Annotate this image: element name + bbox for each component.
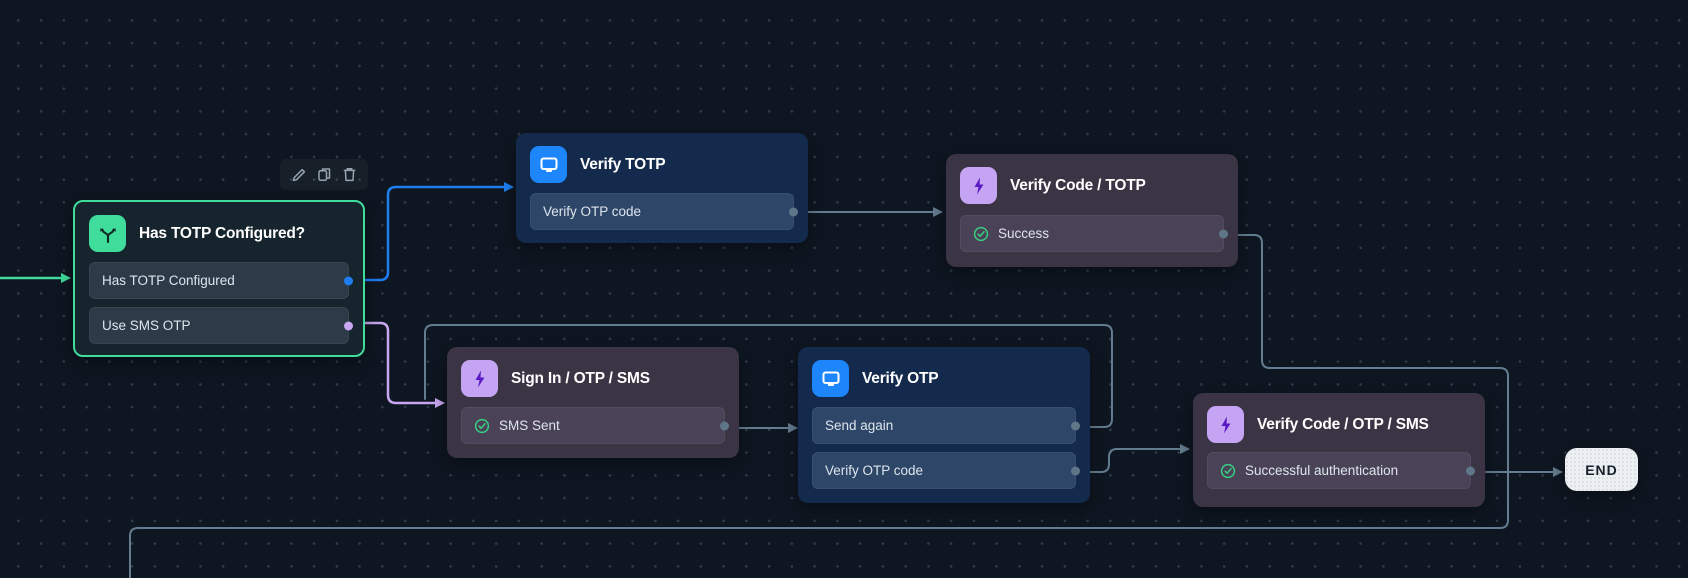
node-title: Has TOTP Configured? bbox=[139, 224, 305, 242]
condition-branch-icon bbox=[89, 215, 126, 252]
output-row-send-again[interactable]: Send again bbox=[812, 407, 1080, 444]
output-row-use-sms-otp[interactable]: Use SMS OTP bbox=[89, 307, 353, 344]
output-row-has-totp-configured[interactable]: Has TOTP Configured bbox=[89, 262, 353, 299]
output-port[interactable] bbox=[1071, 421, 1080, 430]
node-title: Verify Code / TOTP bbox=[1010, 176, 1146, 194]
screen-icon bbox=[530, 146, 567, 183]
edit-node-button[interactable] bbox=[290, 166, 308, 184]
action-bolt-icon bbox=[1207, 406, 1244, 443]
node-verify-otp[interactable]: Verify OTP Send again Verify OTP code bbox=[798, 347, 1090, 503]
duplicate-node-button[interactable] bbox=[315, 166, 333, 184]
node-sign-in-otp-sms[interactable]: Sign In / OTP / SMS SMS Sent bbox=[447, 347, 739, 458]
output-port[interactable] bbox=[789, 207, 798, 216]
node-title: Verify Code / OTP / SMS bbox=[1257, 415, 1429, 433]
output-port[interactable] bbox=[344, 276, 353, 285]
output-label: Verify OTP code bbox=[543, 204, 642, 219]
action-bolt-icon bbox=[461, 360, 498, 397]
copy-icon bbox=[317, 168, 330, 182]
node-header: Sign In / OTP / SMS bbox=[447, 347, 739, 397]
node-toolbar bbox=[280, 159, 368, 190]
success-check-icon bbox=[973, 226, 989, 242]
action-bolt-icon bbox=[960, 167, 997, 204]
success-check-icon bbox=[1220, 463, 1236, 479]
output-row-sms-sent[interactable]: SMS Sent bbox=[461, 407, 729, 444]
output-label: Verify OTP code bbox=[825, 463, 924, 478]
node-verify-code-totp[interactable]: Verify Code / TOTP Success bbox=[946, 154, 1238, 267]
output-port[interactable] bbox=[1466, 466, 1475, 475]
output-label: Send again bbox=[825, 418, 894, 433]
output-port[interactable] bbox=[1219, 229, 1228, 238]
node-header: Verify OTP bbox=[798, 347, 1090, 397]
output-row-successful-authentication[interactable]: Successful authentication bbox=[1207, 452, 1475, 489]
node-verify-totp[interactable]: Verify TOTP Verify OTP code bbox=[516, 133, 808, 243]
node-header: Verify TOTP bbox=[516, 133, 808, 183]
node-title: Sign In / OTP / SMS bbox=[511, 369, 650, 387]
output-row-verify-otp-code[interactable]: Verify OTP code bbox=[812, 452, 1080, 489]
edge-verifytotp-to-verifycodetotp bbox=[789, 207, 943, 217]
node-header: Has TOTP Configured? bbox=[75, 202, 363, 252]
screen-icon bbox=[812, 360, 849, 397]
delete-node-button[interactable] bbox=[340, 166, 358, 184]
output-port[interactable] bbox=[1071, 466, 1080, 475]
output-label: Use SMS OTP bbox=[102, 318, 191, 333]
output-label: Successful authentication bbox=[1245, 463, 1399, 478]
node-end[interactable]: END bbox=[1565, 448, 1638, 491]
node-header: Verify Code / OTP / SMS bbox=[1193, 393, 1485, 443]
edge-verifyotpcode-to-verifycodesms bbox=[1073, 444, 1190, 477]
node-header: Verify Code / TOTP bbox=[946, 154, 1238, 204]
node-title: Verify TOTP bbox=[580, 155, 666, 173]
node-verify-code-otp-sms[interactable]: Verify Code / OTP / SMS Successful authe… bbox=[1193, 393, 1485, 507]
success-check-icon bbox=[474, 418, 490, 434]
output-row-success[interactable]: Success bbox=[960, 215, 1228, 252]
output-label: SMS Sent bbox=[499, 418, 560, 433]
output-label: Success bbox=[998, 226, 1050, 241]
node-title: Verify OTP bbox=[862, 369, 939, 387]
node-has-totp-configured[interactable]: Has TOTP Configured? Has TOTP Configured… bbox=[73, 200, 365, 357]
output-port[interactable] bbox=[344, 321, 353, 330]
output-row-verify-otp-code[interactable]: Verify OTP code bbox=[530, 193, 798, 230]
pencil-icon bbox=[292, 168, 305, 182]
trash-icon bbox=[343, 168, 355, 182]
end-label: END bbox=[1585, 461, 1618, 478]
edge-start-to-has-totp bbox=[0, 273, 71, 283]
output-label: Has TOTP Configured bbox=[102, 273, 235, 288]
output-port[interactable] bbox=[720, 421, 729, 430]
edge-hastotp-to-verifytotp bbox=[348, 182, 514, 285]
